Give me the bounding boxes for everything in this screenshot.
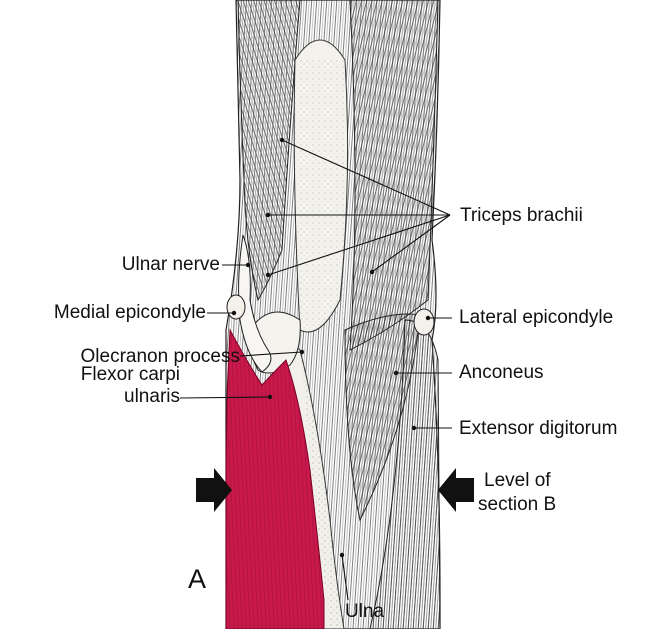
label-triceps-brachii: Triceps brachii bbox=[460, 205, 583, 226]
label-level-of: Level of bbox=[484, 470, 551, 491]
label-ulnar-nerve: Ulnar nerve bbox=[121, 254, 220, 275]
section-arrow-right bbox=[438, 468, 474, 512]
triceps-medial-head bbox=[237, 0, 301, 302]
label-olecranon-process: Olecranon process bbox=[80, 346, 240, 367]
label-extensor-digitorum: Extensor digitorum bbox=[459, 418, 618, 439]
label-medial-epicondyle: Medial epicondyle bbox=[53, 302, 206, 323]
section-arrow-left bbox=[196, 468, 232, 512]
label-ulna: Ulna bbox=[345, 601, 385, 622]
label-section-b: section B bbox=[478, 494, 557, 515]
leader-lines bbox=[179, 139, 452, 601]
lateral-epicondyle bbox=[413, 308, 435, 336]
triceps-lateral-head bbox=[349, 0, 439, 351]
flexor-carpi-ulnaris bbox=[225, 328, 325, 630]
panel-letter: A bbox=[188, 564, 207, 594]
label-lateral-epicondyle: Lateral epicondyle bbox=[459, 307, 614, 328]
label-flexor-carpi-line1: Flexor carpi bbox=[80, 364, 180, 385]
anconeus-muscle bbox=[344, 313, 421, 522]
medial-epicondyle bbox=[226, 294, 246, 320]
label-anconeus: Anconeus bbox=[459, 362, 544, 383]
label-flexor-carpi-line2: ulnaris bbox=[124, 386, 180, 407]
